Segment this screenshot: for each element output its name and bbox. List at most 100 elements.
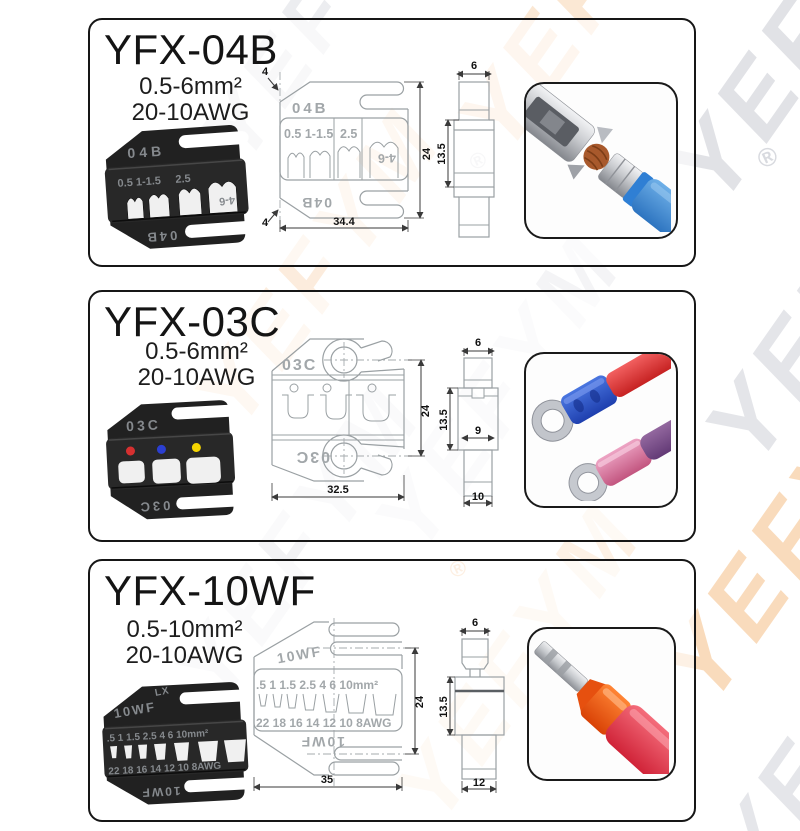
terminal-photo-04b [524,82,678,239]
dim-width: 35 [321,774,333,786]
spec-awg-range: 20-10AWG [131,98,250,126]
die-sizes-rotated-label: 4-6 [218,193,235,207]
dim-step-bottom: 4 [262,217,269,229]
terminal-photo-10wf [527,627,676,781]
outline-bottom [253,734,329,776]
side-middle-block [453,129,495,188]
color-dot-yellow [191,443,201,453]
side-dim-inner: 9 [475,425,481,437]
fork-slot-top [329,641,402,656]
die-fork-slot-bottom [185,220,255,238]
die-photo-04b: 04B 0.5 1-1.5 2.5 4-6 04B [104,125,255,249]
die-cavity [178,188,203,216]
cavity-outline [337,146,361,178]
side-view-drawing: 9 6 13.5 10 [438,337,499,507]
front-view-drawing: 03C 03C 24 32.5 [271,338,432,501]
panel-yfx-10wf: YFX-10WF 0.5-10mm² 20-10AWG LX 10WF .5 1… [88,559,696,822]
die-code-label: 04B [127,143,166,162]
spec-size-range: 0.5-10mm² [126,616,243,643]
terminal-photo-03c [524,352,678,508]
panel-title: YFX-03C [104,298,281,345]
side-bottom-block [463,449,493,497]
front-sizes-label: 2.5 [340,127,357,141]
die-photo-10wf: LX 10WF .5 1 1.5 2.5 4 6 10mm² 22 18 16 … [102,682,253,805]
front-sizes-rotated-label: 4-6 [378,151,397,166]
spec-awg-range: 20-10AWG [137,363,256,391]
front-code-reversed: 10WF [300,734,345,750]
front-code-label: 10WF [276,643,323,667]
die-cavity [207,181,239,214]
dim-height: 24 [420,404,432,417]
die-row-mm: .5 1 1.5 2.5 4 6 10mm² [106,728,209,744]
die-sizes-label: 0.5 1-1.5 [117,175,161,190]
die-fork-slot-top [179,689,248,705]
side-dim-width: 6 [471,60,477,72]
ring-terminal-blue [531,354,671,442]
spec-block: 0.5-10mm² 20-10AWG [92,617,277,669]
cavity-outline [258,693,268,707]
die-tooth [223,739,246,763]
front-view-drawing: 04B 0.5 1-1.5 2.5 4-6 04B 24 34.4 4 4 [262,66,433,232]
wire-blue [631,179,671,232]
side-dim-bottom: 10 [472,491,484,503]
front-code-reversed: 04B [300,195,332,211]
die-fork-slot-top [178,131,249,149]
side-view-drawing: 6 13.5 12 [438,617,505,793]
cavity-outline [286,693,298,709]
sleeve-blue [561,375,617,425]
color-dot-blue [156,444,166,454]
cavity-outline [356,394,396,422]
die-code-label-reversed: 03C [137,498,171,515]
side-view-drawing: 6 13.5 [436,60,495,238]
ring-terminal-pink [568,405,671,501]
die-tooth [174,742,189,761]
side-dim-width: 6 [472,617,478,629]
front-code-label: 03C [282,357,317,374]
dim-height: 24 [421,147,433,160]
cavity-outline [372,693,397,716]
side-top-block [458,81,490,121]
cavity-outline [282,394,314,419]
side-dim-bottom: 12 [473,777,485,789]
outline-bottom [271,464,364,482]
side-dim-height: 13.5 [438,409,450,430]
side-middle-block [457,387,499,451]
outline-top [253,621,329,658]
cavity-outline [369,141,399,178]
wire-purple [640,405,671,460]
die-cavity [152,458,181,484]
panel-yfx-03c: YFX-03C 0.5-6mm² 20-10AWG 03C 03C [88,290,696,542]
front-row-mm: .5 1 1.5 2.5 4 6 10mm² [256,678,378,692]
fork-bar-bottom [328,761,400,776]
die-tooth [154,743,167,760]
front-code-label: 04B [292,100,329,117]
cavity-outline [287,152,305,178]
fork-slot-bottom [322,434,362,478]
die-code-label: 10WF [113,699,158,721]
front-view-drawing: 10WF .5 1 1.5 2.5 4 6 10mm² 22 18 16 14 … [253,618,426,791]
side-top-block [461,638,489,670]
die-tooth [197,740,218,762]
panel-yfx-04b: YFX-04B 0.5-6mm² 20-10AWG 04B 0.5 1-1.5 … [88,18,696,267]
fork-slot-bottom [333,746,402,761]
die-cavity [186,456,221,484]
ring-eyelet [532,400,574,442]
die-cavity [118,460,145,484]
die-tooth [124,745,133,759]
dim-width: 34.4 [333,216,355,228]
color-dot-red [125,446,135,456]
ferrule-terminal-assembly [534,641,669,774]
front-code-reversed: 03C [295,448,330,465]
spec-block: 0.5-6mm² 20-10AWG [98,74,283,126]
die-sizes-label: 2.5 [175,173,191,186]
die-photo-03c: 03C 03C [106,400,241,520]
die-code-label: 03C [126,416,161,434]
sleeve-pink [595,438,652,486]
front-row-awg: 22 18 16 14 12 10 8AWG [256,716,391,730]
side-dim-width: 6 [475,337,481,349]
die-tooth [110,746,118,759]
side-dim-height: 13.5 [438,696,450,717]
die-code-label-reversed: 04B [144,228,178,245]
panel-title: YFX-10WF [104,567,316,614]
